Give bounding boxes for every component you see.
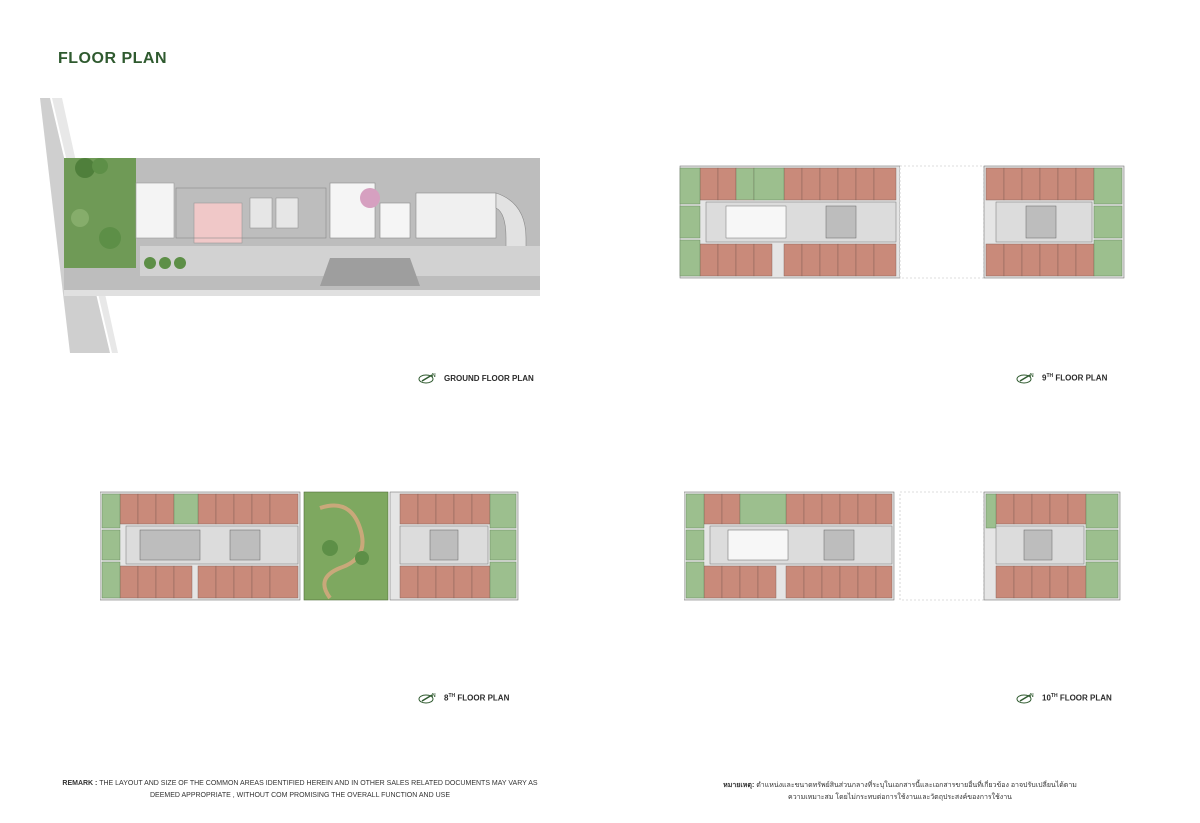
floor10-caption-text: 10TH FLOOR PLAN <box>1042 693 1112 703</box>
floor9-caption-sup: TH <box>1046 373 1054 380</box>
remark-en: REMARK : THE LAYOUT AND SIZE OF THE COMM… <box>60 778 540 802</box>
remark-text: THE LAYOUT AND SIZE OF THE COMMON AREAS … <box>99 780 538 799</box>
floor10-plan <box>684 488 1124 604</box>
north-arrow-icon: N <box>418 692 438 704</box>
floor10-caption-label: FLOOR PLAN <box>1059 693 1112 703</box>
floor8-caption-label: FLOOR PLAN <box>457 693 510 703</box>
ground-floor-caption-text: GROUND FLOOR PLAN <box>444 373 534 383</box>
north-arrow-icon: N <box>1016 692 1036 704</box>
floor8-caption-num: 8 <box>444 693 449 703</box>
north-arrow-icon: N <box>1016 372 1036 384</box>
floor8-caption-text: 8TH FLOOR PLAN <box>444 693 509 703</box>
remark-th-label: หมายเหตุ: <box>723 782 755 789</box>
remark-th-text: ตำแหน่งและขนาดทรัพย์สินส่วนกลางที่ระบุใน… <box>756 782 1077 801</box>
svg-text:N: N <box>1030 693 1034 699</box>
floor10-caption-sup: TH <box>1050 693 1058 700</box>
floor9-caption-label: FLOOR PLAN <box>1055 373 1108 383</box>
floor9-plan <box>676 118 1131 338</box>
svg-text:N: N <box>1030 373 1034 379</box>
floor10-caption-num: 10 <box>1042 693 1051 703</box>
floor10-caption: N 10TH FLOOR PLAN <box>1016 692 1112 704</box>
floor9-caption-text: 9TH FLOOR PLAN <box>1042 373 1107 383</box>
north-arrow-icon: N <box>418 372 438 384</box>
page-title: FLOOR PLAN <box>58 50 167 67</box>
remark-th: หมายเหตุ: ตำแหน่งและขนาดทรัพย์สินส่วนกลา… <box>720 780 1080 804</box>
floor9-caption: N 9TH FLOOR PLAN <box>1016 372 1107 384</box>
svg-text:N: N <box>432 373 436 379</box>
floor9-caption-num: 9 <box>1042 373 1047 383</box>
floor8-caption: N 8TH FLOOR PLAN <box>418 692 509 704</box>
ground-floor-plan <box>40 98 542 353</box>
ground-floor-caption: N GROUND FLOOR PLAN <box>418 372 534 384</box>
floor8-plan <box>100 488 520 604</box>
remark-label: REMARK : <box>62 780 98 787</box>
floor8-caption-sup: TH <box>448 693 456 700</box>
svg-text:N: N <box>432 693 436 699</box>
